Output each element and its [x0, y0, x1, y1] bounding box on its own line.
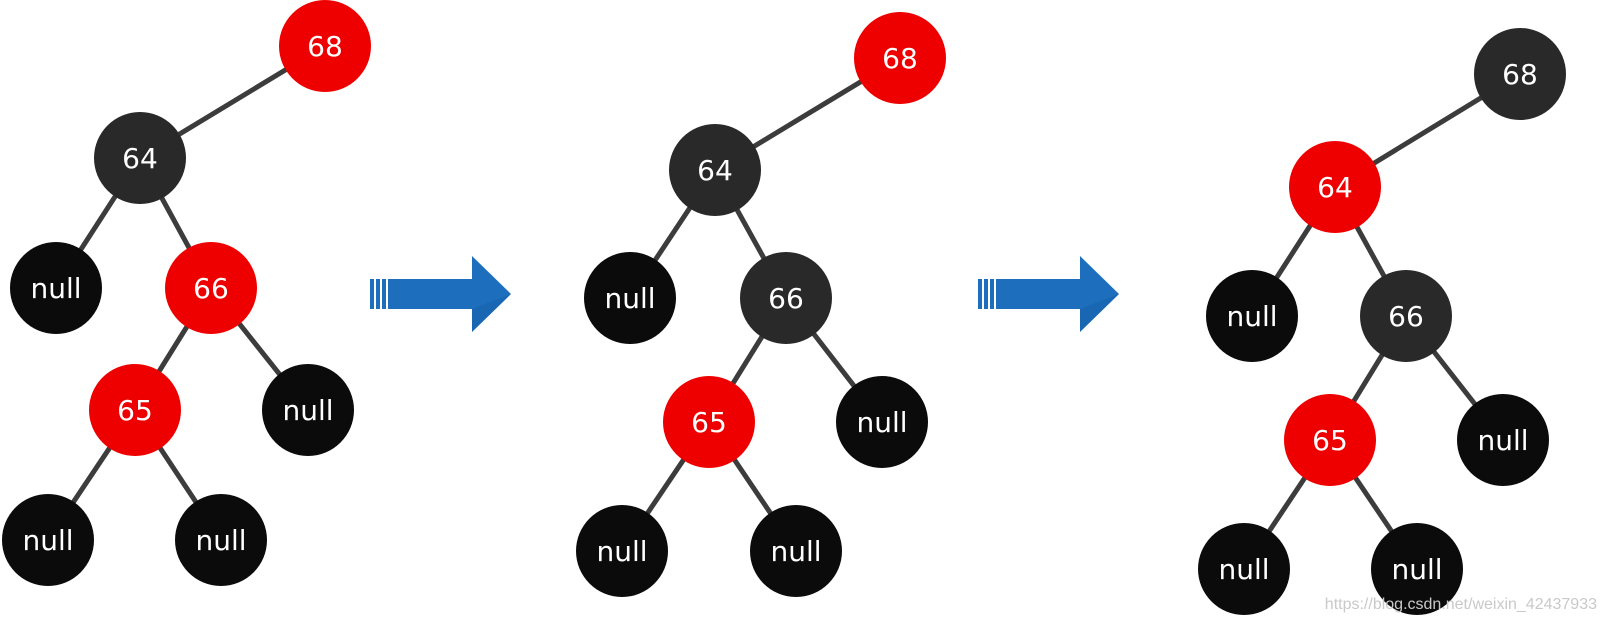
node-circle — [584, 252, 676, 344]
arrow-tail-stripe — [382, 279, 386, 309]
node-circle — [750, 505, 842, 597]
node-label: null — [30, 272, 81, 305]
tree-node-64: 64 — [94, 112, 186, 204]
node-circle — [663, 376, 755, 468]
node-label: 66 — [193, 272, 229, 305]
node-circle — [1284, 394, 1376, 486]
tree-node-65: 65 — [1284, 394, 1376, 486]
node-label: null — [596, 535, 647, 568]
tree-node-68: 68 — [279, 0, 371, 92]
arrow-tail-stripe — [984, 279, 988, 309]
tree-3: 68 64 null 66 65 null null null — [1198, 28, 1566, 615]
node-circle — [1289, 141, 1381, 233]
arrow-tail-stripe — [990, 279, 994, 309]
tree-node-64: 64 — [669, 124, 761, 216]
node-circle — [165, 242, 257, 334]
node-label: null — [604, 282, 655, 315]
node-label: 66 — [768, 282, 804, 315]
node-label: 65 — [117, 394, 153, 427]
node-circle — [836, 376, 928, 468]
null-leaf-node: null — [10, 242, 102, 334]
null-leaf-node: null — [1198, 523, 1290, 615]
arrow-tail-stripe — [376, 279, 380, 309]
node-circle — [1360, 270, 1452, 362]
node-circle — [94, 112, 186, 204]
node-label: 65 — [691, 406, 727, 439]
node-label: 64 — [122, 142, 158, 175]
null-leaf-node: null — [576, 505, 668, 597]
node-label: null — [195, 524, 246, 557]
node-label: null — [1391, 553, 1442, 586]
null-leaf-node: null — [175, 494, 267, 586]
tree-2: 68 64 null 66 65 null null null — [576, 12, 946, 597]
node-circle — [854, 12, 946, 104]
tree-node-68: 68 — [1474, 28, 1566, 120]
tree-1: 68 64 null 66 65 null null null — [2, 0, 371, 586]
node-circle — [576, 505, 668, 597]
arrow-body — [996, 256, 1119, 332]
node-label: 64 — [697, 154, 733, 187]
node-label: null — [1477, 424, 1528, 457]
node-circle — [1474, 28, 1566, 120]
tree-node-66: 66 — [1360, 270, 1452, 362]
node-label: null — [1218, 553, 1269, 586]
null-leaf-node: null — [750, 505, 842, 597]
node-label: null — [22, 524, 73, 557]
tree-node-68: 68 — [854, 12, 946, 104]
node-circle — [1198, 523, 1290, 615]
null-leaf-node: null — [1371, 523, 1463, 615]
node-label: 68 — [307, 30, 343, 63]
node-circle — [1457, 394, 1549, 486]
node-label: 68 — [882, 42, 918, 75]
node-label: 64 — [1317, 171, 1353, 204]
tree-node-66: 66 — [165, 242, 257, 334]
arrow-2-to-3-icon — [978, 256, 1119, 332]
tree-node-65: 65 — [663, 376, 755, 468]
arrow-tail-stripe — [978, 279, 982, 309]
node-circle — [175, 494, 267, 586]
node-circle — [10, 242, 102, 334]
arrow-shade — [1080, 294, 1119, 332]
tree-node-66: 66 — [740, 252, 832, 344]
arrow-shade — [472, 294, 511, 332]
arrow-body — [388, 256, 511, 332]
null-leaf-node: null — [1206, 270, 1298, 362]
null-leaf-node: null — [1457, 394, 1549, 486]
node-label: null — [1226, 300, 1277, 333]
node-circle — [1371, 523, 1463, 615]
null-leaf-node: null — [836, 376, 928, 468]
node-label: null — [770, 535, 821, 568]
node-circle — [262, 364, 354, 456]
node-label: 68 — [1502, 58, 1538, 91]
null-leaf-node: null — [584, 252, 676, 344]
tree-node-65: 65 — [89, 364, 181, 456]
null-leaf-node: null — [2, 494, 94, 586]
node-circle — [669, 124, 761, 216]
arrow-tail-stripe — [370, 279, 374, 309]
node-label: null — [282, 394, 333, 427]
node-label: 66 — [1388, 300, 1424, 333]
tree-node-64: 64 — [1289, 141, 1381, 233]
arrow-1-to-2-icon — [370, 256, 511, 332]
node-circle — [2, 494, 94, 586]
node-circle — [1206, 270, 1298, 362]
node-circle — [740, 252, 832, 344]
node-circle — [279, 0, 371, 92]
node-label: 65 — [1312, 424, 1348, 457]
watermark-text: https://blog.csdn.net/weixin_42437933 — [1324, 596, 1597, 613]
node-circle — [89, 364, 181, 456]
node-label: null — [856, 406, 907, 439]
null-leaf-node: null — [262, 364, 354, 456]
